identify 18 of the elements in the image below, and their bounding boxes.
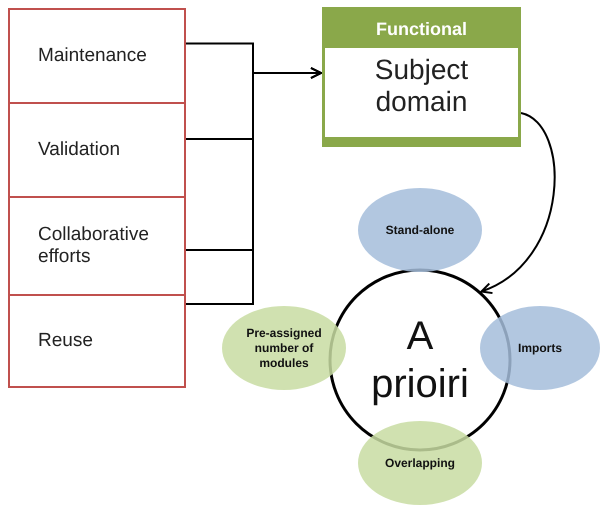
process-box: Collaborative efforts [8, 196, 186, 296]
titled-box [322, 7, 521, 147]
ellipse-node [358, 421, 482, 505]
node-label: Stand-alone [386, 222, 454, 238]
arrow [186, 67, 322, 305]
process-box: Maintenance [8, 8, 186, 104]
ellipse-node [222, 306, 346, 390]
node-label: Pre-assigned number of modules [245, 326, 323, 370]
arrow [480, 112, 556, 293]
box-header: Functional [325, 10, 518, 48]
box-text: Subject domain [374, 53, 470, 120]
node-label: A prioiri [370, 313, 470, 408]
process-box: Reuse [8, 294, 186, 388]
ellipse-node [358, 188, 482, 272]
ellipse-node [480, 306, 600, 390]
node-label: Imports [518, 340, 562, 356]
node-label: Overlapping [384, 456, 455, 470]
process-box: Validation [8, 102, 186, 198]
